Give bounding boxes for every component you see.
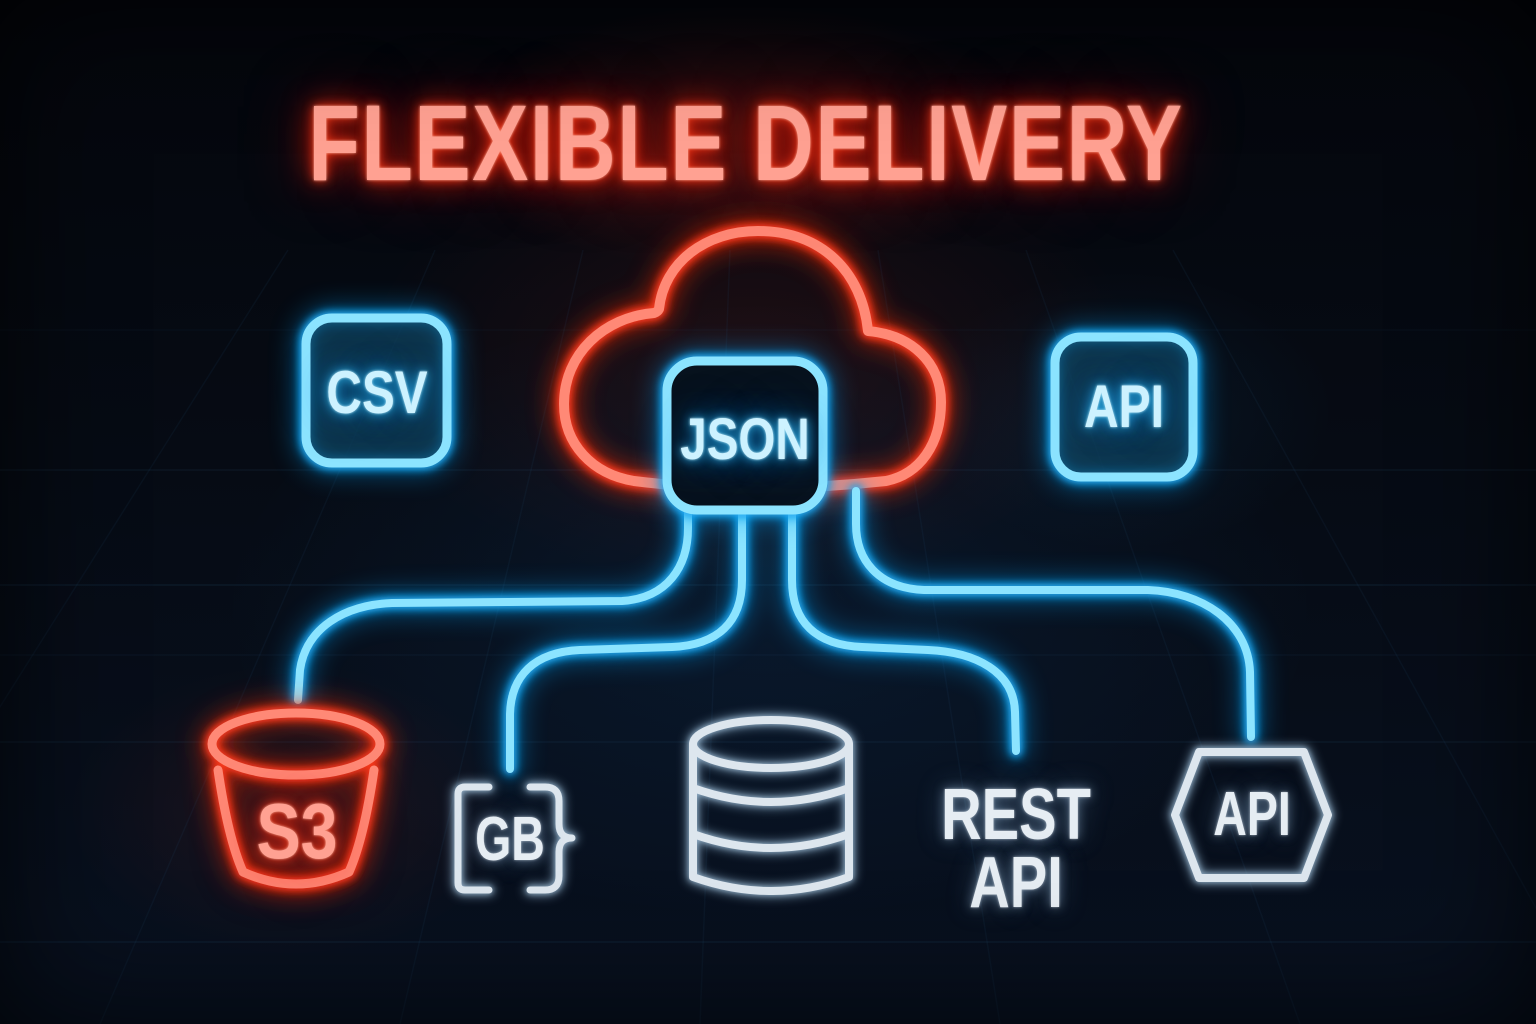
database-icon — [693, 720, 849, 891]
gray-icons — [458, 720, 1328, 891]
gb-label: GB — [475, 805, 545, 874]
rest-api-label-line1: REST — [941, 775, 1091, 855]
rest-api-label-line2: API — [969, 843, 1063, 923]
api-hexagon-label: API — [1213, 780, 1291, 849]
perspective-grid-lines — [0, 249, 1536, 1024]
page-title: FLEXIBLE DELIVERY — [308, 82, 1184, 203]
connector-lines — [298, 491, 1251, 769]
csv-label: CSV — [326, 359, 428, 426]
s3-label: S3 — [256, 787, 338, 875]
api-label: API — [1083, 373, 1165, 440]
connector-json-to-api-hexagon — [856, 491, 1251, 737]
json-label: JSON — [680, 407, 810, 472]
connector-json-to-rest-api — [792, 504, 1016, 751]
